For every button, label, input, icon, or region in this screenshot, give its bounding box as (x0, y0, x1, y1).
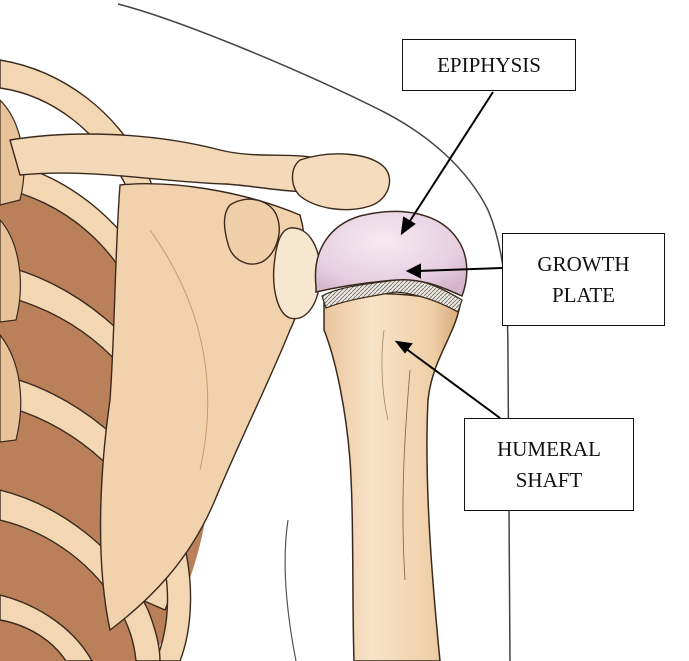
humeral-shaft-label-line-2: SHAFT (516, 465, 583, 496)
scapula (101, 184, 306, 630)
epiphysis-label: EPIPHYSIS (437, 50, 541, 81)
coracoid-process (225, 199, 280, 264)
epiphysis-label-box: EPIPHYSIS (402, 39, 576, 91)
acromion (293, 154, 390, 210)
humeral-shaft-bone (324, 294, 460, 661)
humeral-shaft-label-line-1: HUMERAL (497, 434, 601, 465)
growth-plate-label-line-2: PLATE (552, 280, 615, 311)
growth-plate-label-box: GROWTH PLATE (502, 233, 665, 326)
glenoid (274, 228, 321, 319)
armpit-outline (285, 520, 296, 661)
humeral-shaft-label-box: HUMERAL SHAFT (464, 418, 634, 511)
growth-plate-label-line-1: GROWTH (537, 249, 629, 280)
